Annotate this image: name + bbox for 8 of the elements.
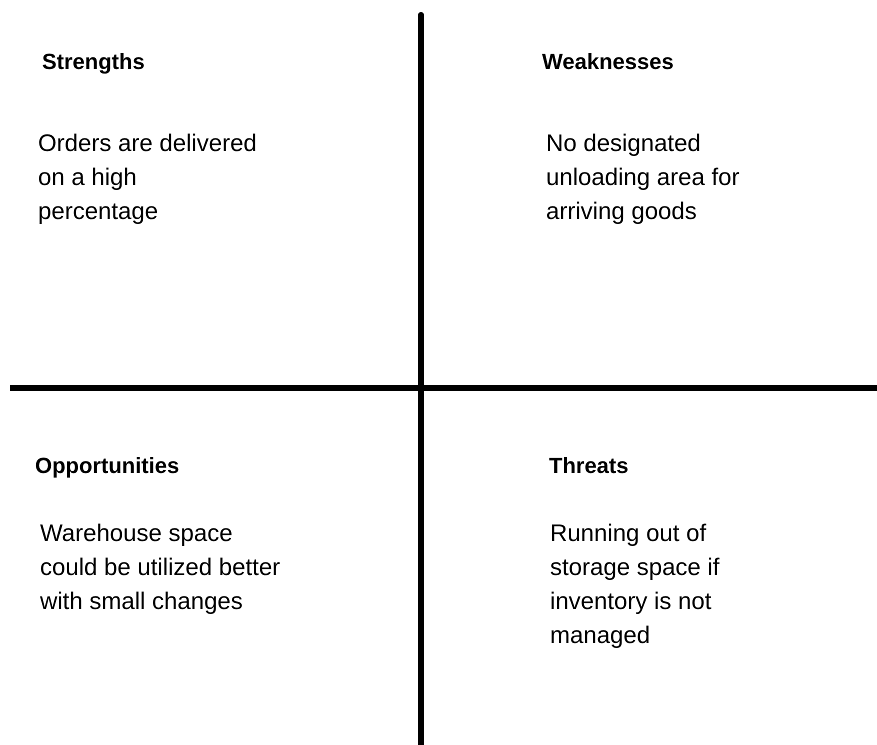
- body-text: Warehouse space could be utilized better with small changes: [40, 519, 282, 617]
- heading: Threats: [549, 452, 630, 480]
- heading: Weaknesses: [542, 48, 675, 76]
- body-text: Running out of storage space if inventory is not managed: [550, 519, 720, 651]
- body-text: No designated unloading area for arriving goods: [546, 129, 740, 227]
- heading: Opportunities: [35, 452, 180, 480]
- body-text: Orders are delivered on a high percentage: [38, 129, 258, 227]
- heading: Strengths: [42, 48, 146, 76]
